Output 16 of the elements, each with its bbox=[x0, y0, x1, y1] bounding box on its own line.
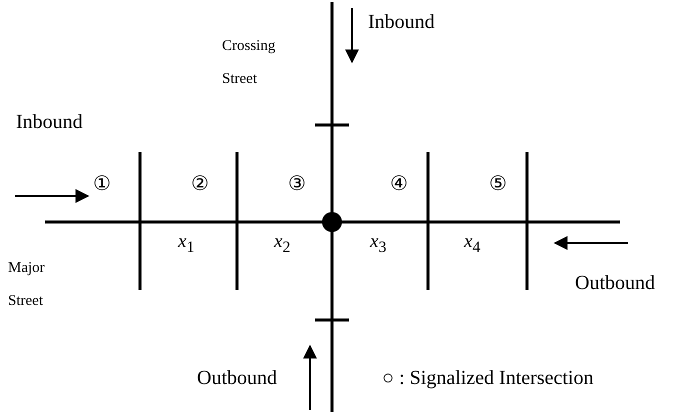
segment-number: ③ bbox=[288, 174, 306, 194]
legend-note: ○ : Signalized Intersection bbox=[382, 368, 594, 388]
segment-length: x$_{3}$ bbox=[370, 232, 386, 256]
direction-label: Outbound bbox=[575, 273, 655, 293]
direction-label: Inbound bbox=[368, 12, 435, 32]
segment-number: ④ bbox=[390, 174, 408, 194]
segment-length: x$_{4}$ bbox=[464, 232, 480, 256]
street-name: Major Street bbox=[8, 259, 46, 311]
segment-length: x$_{2}$ bbox=[274, 232, 290, 256]
street-name: Crossing Street bbox=[222, 37, 276, 89]
segment-number: ② bbox=[191, 174, 209, 194]
direction-label: Outbound bbox=[197, 368, 277, 388]
direction-label: Inbound bbox=[16, 112, 83, 132]
segment-number: ① bbox=[93, 174, 111, 194]
segment-number: ⑤ bbox=[489, 174, 507, 194]
segment-length: x$_{1}$ bbox=[178, 232, 194, 256]
